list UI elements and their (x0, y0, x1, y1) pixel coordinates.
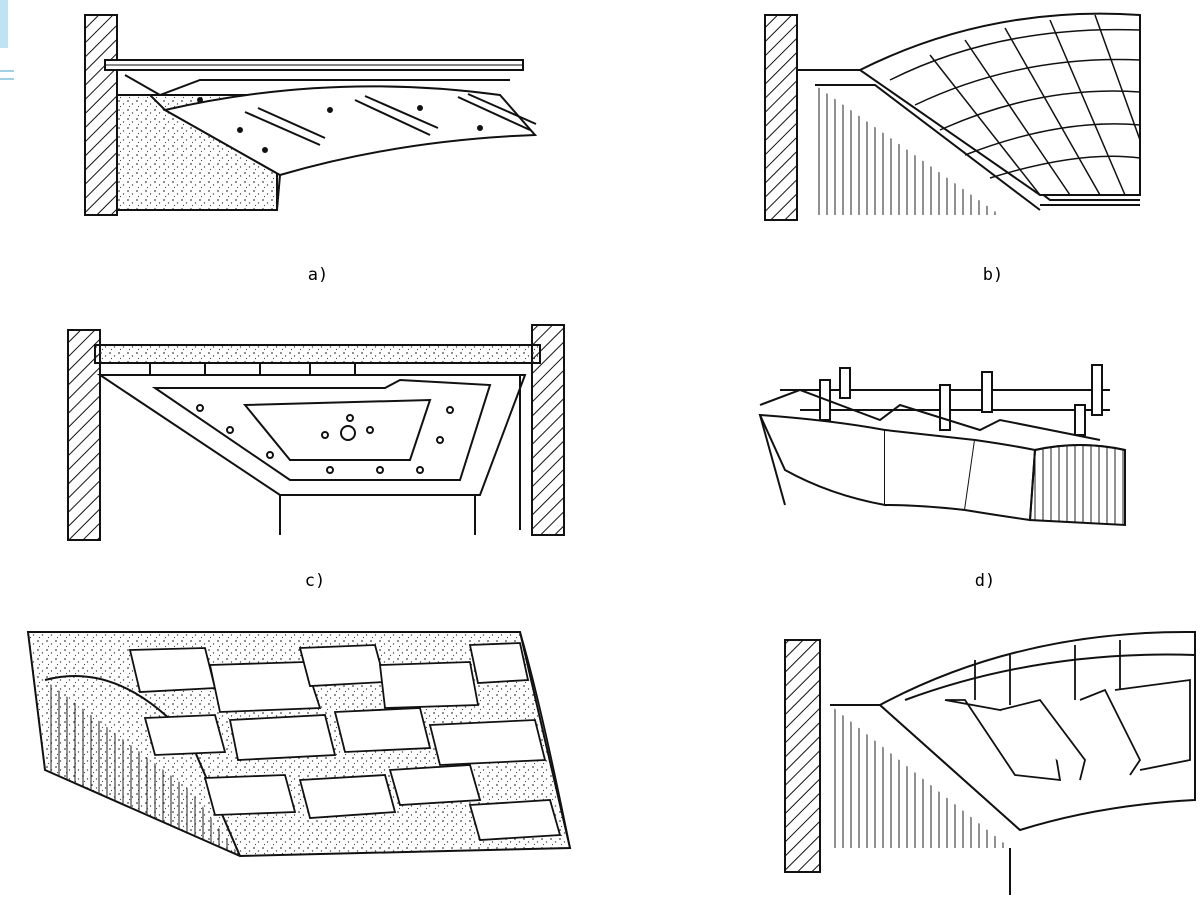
panel-e-drawing (26, 631, 572, 858)
panel-b-label: b) (983, 265, 1003, 285)
panel-c-drawing (67, 324, 565, 541)
corner-accent (0, 0, 8, 48)
corner-accent-lines (0, 70, 14, 80)
panel-d-drawing (758, 364, 1126, 527)
panel-b-drawing (764, 12, 1141, 221)
panel-d-label: d) (975, 571, 995, 591)
panel-a-label: a) (308, 265, 328, 285)
panel-a-drawing (84, 14, 538, 216)
panel-f-drawing (784, 630, 1196, 895)
panel-c-label: c) (305, 571, 325, 591)
